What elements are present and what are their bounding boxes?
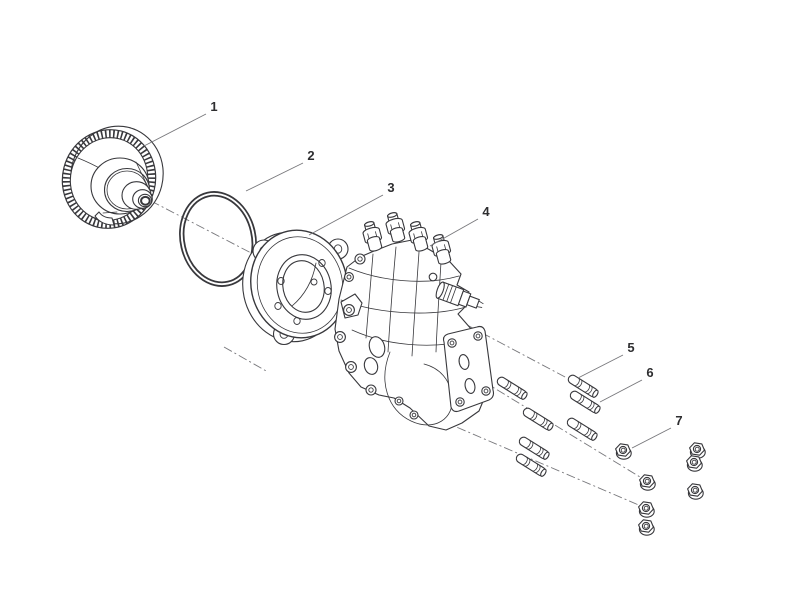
axis-centerline-5 [425,413,642,507]
callout-5-leader [577,354,624,379]
flange-nut-7 [687,483,704,500]
callout-4-label: 4 [482,204,490,219]
axis-lines-front-layer [425,316,642,507]
callout-3-label: 3 [387,180,394,195]
callout-7-leader [631,427,672,449]
callout-6-leader [599,379,643,403]
callout-1: 1 [143,99,218,147]
callout-6-label: 6 [646,365,653,380]
flange-nut-3 [638,501,655,518]
callout-2: 2 [245,148,315,192]
shutoff-solenoid [435,281,484,309]
callout-2-leader [245,162,304,192]
o-ring-seal [179,191,257,287]
flange-nut-4 [638,519,655,536]
callout-7: 7 [631,413,683,449]
fuel-injection-pump [334,210,495,431]
callout-7-label: 7 [675,413,682,428]
axis-centerline-3 [451,316,568,379]
adapter-flange [242,229,349,346]
callouts-layer: 1 2 3 4 5 6 7 [143,99,683,449]
callout-2-label: 2 [307,148,314,163]
callout-1-leader [143,113,207,147]
callout-4: 4 [429,204,490,247]
callout-3: 3 [308,180,395,236]
callout-1-label: 1 [210,99,217,114]
callout-5: 5 [577,340,635,379]
axis-centerline-2 [223,346,269,373]
callout-4-leader [429,218,479,247]
flange-nut-1 [615,443,632,460]
callout-3-leader [308,194,384,236]
callout-5-label: 5 [627,340,634,355]
flange-nut-6 [686,455,703,472]
drive-gear [61,125,164,229]
flange-nut-2 [639,474,656,491]
callout-6: 6 [599,365,654,403]
